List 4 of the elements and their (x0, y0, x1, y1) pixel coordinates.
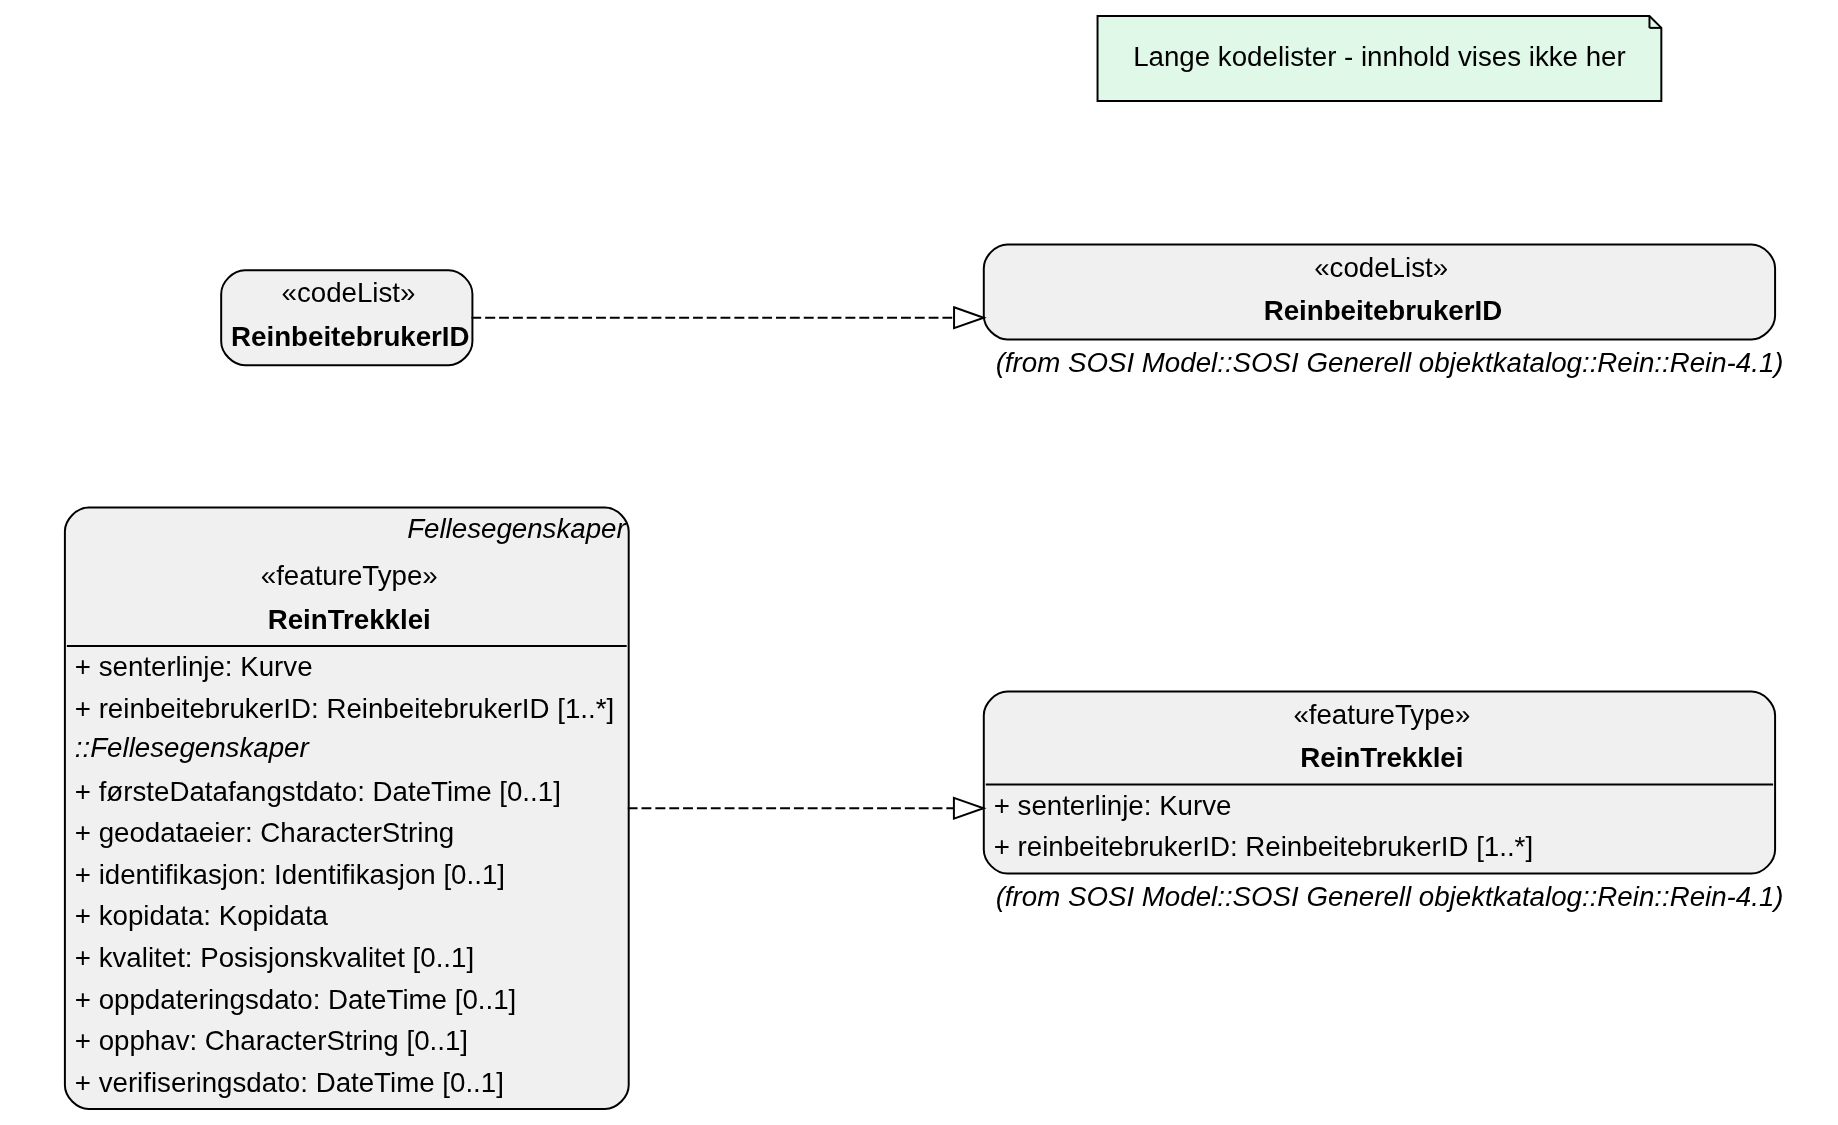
arrow (470, 305, 987, 330)
arrow (626, 796, 987, 821)
node-label: (from SOSI Model::SOSI Generell objektkatalog::Rein::Rein-4.1) (995, 880, 1784, 912)
node-label: (from SOSI Model::SOSI Generell objektkatalog::Rein::Rein-4.1) (995, 346, 1784, 378)
